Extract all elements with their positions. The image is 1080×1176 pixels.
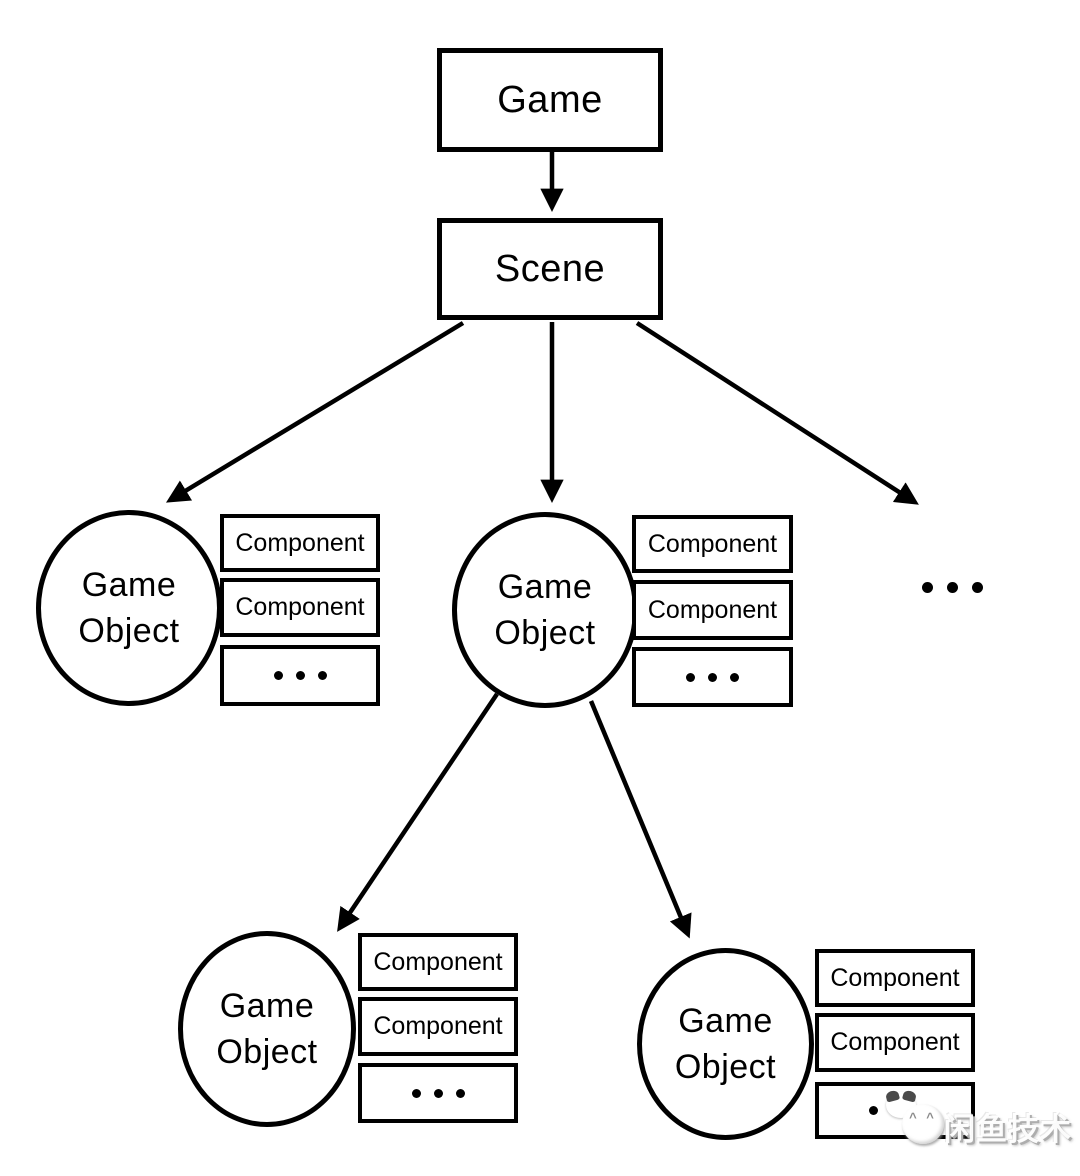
game-object-label: Game Object	[78, 566, 180, 650]
arrow-object-to-child-left	[337, 692, 499, 932]
game-object-label: Game Object	[494, 568, 596, 652]
node-scene: Scene	[437, 218, 663, 320]
node-scene-label: Scene	[494, 247, 606, 290]
component-box: Component	[815, 949, 975, 1007]
game-object-label: Game Object	[674, 1002, 777, 1086]
component-ellipsis-box	[358, 1063, 518, 1123]
component-label: Component	[647, 529, 778, 558]
component-ellipsis-box	[220, 645, 380, 706]
component-box: Component	[632, 580, 793, 640]
game-object-label: Game Object	[216, 987, 318, 1071]
game-object-node-center: Game Object	[452, 512, 638, 708]
component-label: Component	[830, 1028, 960, 1056]
game-object-node-bottom-left: Game Object	[178, 931, 356, 1127]
component-box: Component	[220, 578, 380, 637]
component-label: Component	[373, 947, 503, 976]
component-label: Component	[830, 963, 960, 992]
component-ellipsis-box	[632, 647, 793, 707]
node-game-label: Game	[497, 78, 603, 121]
component-box: Component	[815, 1013, 975, 1072]
component-box: Component	[358, 997, 518, 1056]
component-box: Component	[358, 933, 518, 991]
ellipsis-icon	[411, 1088, 465, 1098]
component-ellipsis-box	[815, 1082, 975, 1139]
node-game: Game	[437, 48, 663, 152]
arrow-scene-to-more	[635, 321, 919, 505]
component-label: Component	[235, 528, 365, 557]
ellipsis-icon	[686, 672, 739, 682]
component-box: Component	[632, 515, 793, 573]
arrow-object-to-child-right	[588, 700, 692, 939]
arrow-scene-to-left-object	[165, 321, 465, 503]
component-label: Component	[235, 593, 365, 621]
game-object-node-left: Game Object	[36, 510, 222, 706]
component-box: Component	[220, 514, 380, 572]
more-objects-ellipsis-icon	[922, 582, 983, 593]
ellipsis-icon	[273, 671, 327, 680]
ellipsis-icon	[868, 1106, 922, 1115]
component-label: Component	[373, 1012, 503, 1040]
component-label: Component	[647, 595, 778, 624]
game-object-node-bottom-right: Game Object	[637, 948, 814, 1140]
